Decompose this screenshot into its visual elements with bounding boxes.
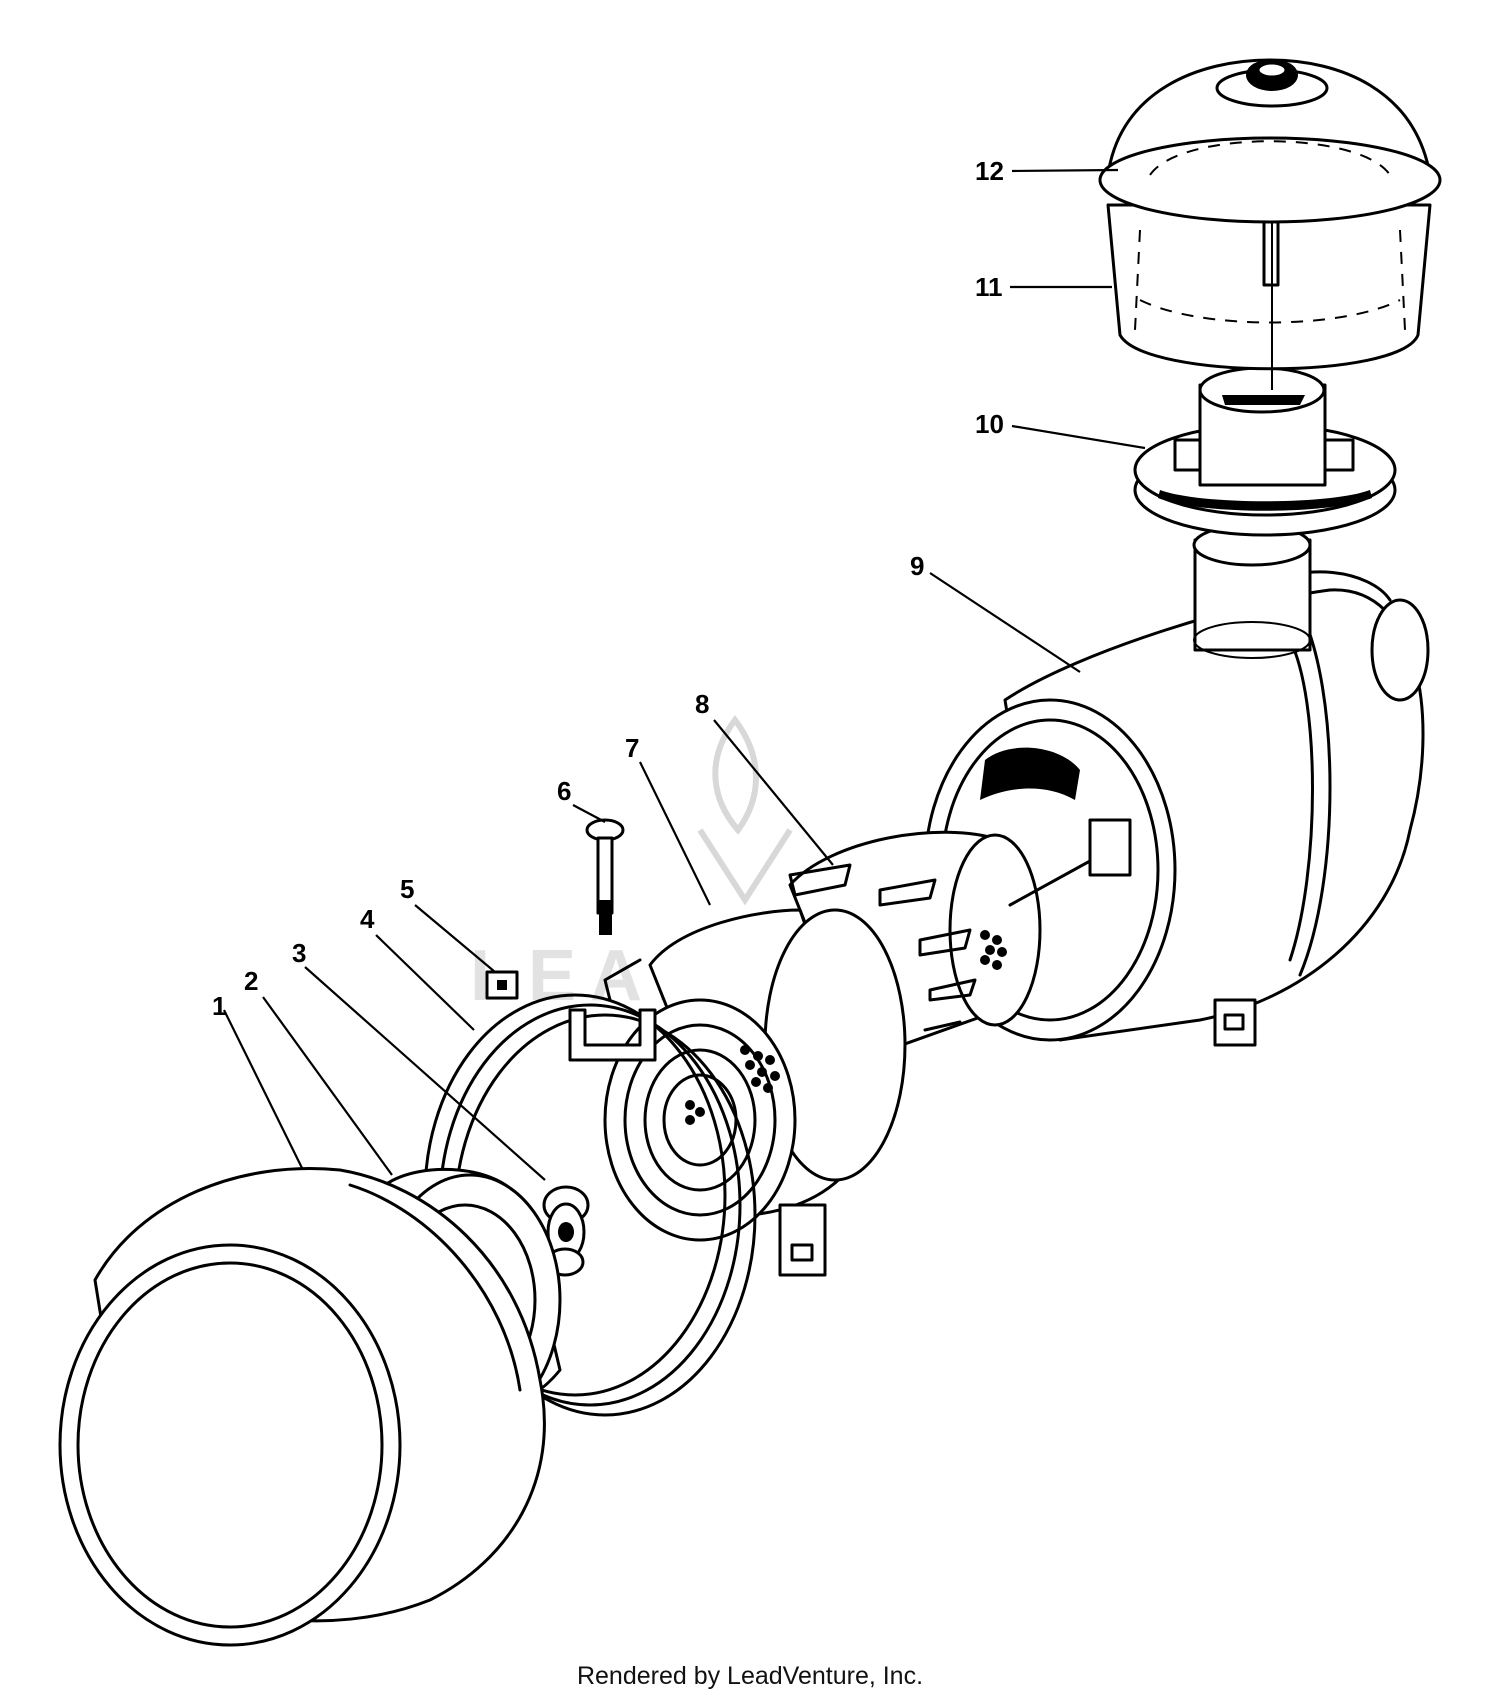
leader-4 bbox=[375, 934, 475, 1031]
callout-labels: 1 2 3 4 5 6 7 8 9 10 11 12 bbox=[212, 156, 1004, 1021]
callout-6: 6 bbox=[557, 776, 571, 806]
part-6-bolt bbox=[585, 818, 625, 935]
leader-5 bbox=[414, 904, 496, 973]
callout-8: 8 bbox=[695, 689, 709, 719]
callout-3: 3 bbox=[292, 938, 306, 968]
leader-3 bbox=[304, 966, 546, 1181]
part-5-nut bbox=[485, 970, 519, 1000]
leader-1 bbox=[223, 1009, 303, 1169]
part-3-wing-nut bbox=[542, 1185, 590, 1277]
rendered-by-footer: Rendered by LeadVenture, Inc. bbox=[576, 1662, 924, 1690]
leader-10 bbox=[1011, 424, 1146, 450]
part-1-cover bbox=[58, 1167, 546, 1647]
callout-11: 11 bbox=[975, 272, 1003, 302]
leader-6 bbox=[572, 804, 606, 823]
leader-lines bbox=[223, 168, 1146, 1181]
leader-12 bbox=[1011, 168, 1119, 173]
callout-2: 2 bbox=[244, 966, 258, 996]
leader-9 bbox=[929, 572, 1081, 673]
leader-7 bbox=[639, 761, 711, 906]
leader-8 bbox=[713, 719, 834, 866]
callout-10: 10 bbox=[975, 409, 1004, 439]
part-10-precleaner-base bbox=[1133, 366, 1397, 537]
leader-2 bbox=[262, 996, 393, 1176]
callout-5: 5 bbox=[400, 874, 414, 904]
part-11-cup bbox=[1106, 180, 1432, 390]
callout-1: 1 bbox=[212, 991, 226, 1021]
callout-9: 9 bbox=[910, 551, 924, 581]
callout-12: 12 bbox=[975, 156, 1004, 186]
callout-4: 4 bbox=[360, 904, 375, 934]
callout-7: 7 bbox=[625, 733, 639, 763]
part-12-cover bbox=[1098, 58, 1442, 224]
